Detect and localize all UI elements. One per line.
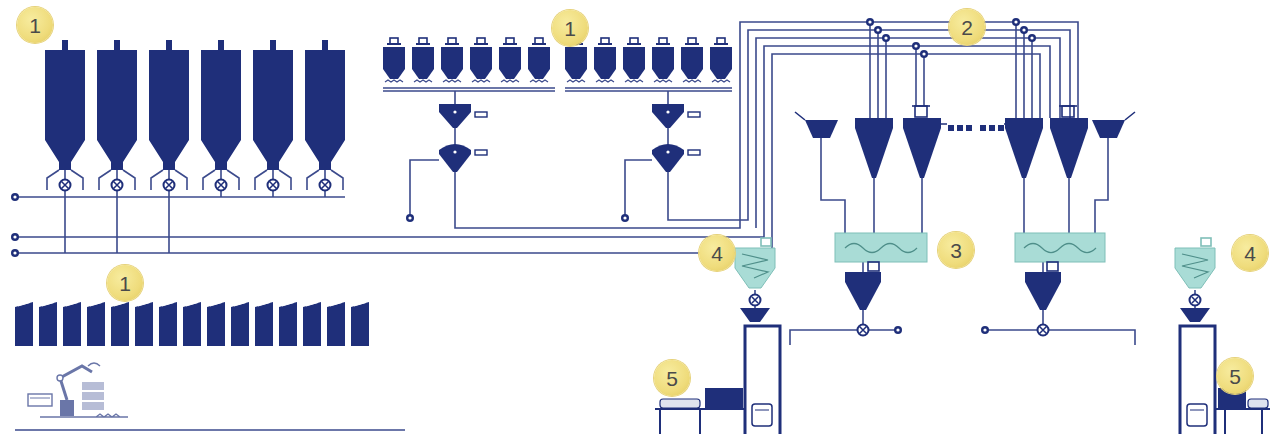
callout-number: 1 bbox=[29, 15, 41, 36]
callout-number: 4 bbox=[1244, 243, 1256, 264]
callout-badge: 5 bbox=[654, 360, 690, 396]
callout-number: 4 bbox=[711, 243, 723, 264]
callout-badge: 1 bbox=[552, 10, 588, 46]
callout-number: 2 bbox=[961, 17, 973, 38]
callout-badge: 5 bbox=[1217, 358, 1253, 394]
callout-number: 3 bbox=[950, 240, 962, 261]
callout-badge: 2 bbox=[949, 9, 985, 45]
callout-number: 5 bbox=[666, 368, 678, 389]
callout-number: 1 bbox=[564, 18, 576, 39]
callout-badge: 4 bbox=[699, 235, 735, 271]
callout-badge: 4 bbox=[1232, 235, 1268, 271]
callout-number: 1 bbox=[119, 273, 131, 294]
callout-badge: 3 bbox=[938, 232, 974, 268]
callout-badge: 1 bbox=[107, 265, 143, 301]
callout-badge: 1 bbox=[17, 7, 53, 43]
callout-number: 5 bbox=[1229, 366, 1241, 387]
